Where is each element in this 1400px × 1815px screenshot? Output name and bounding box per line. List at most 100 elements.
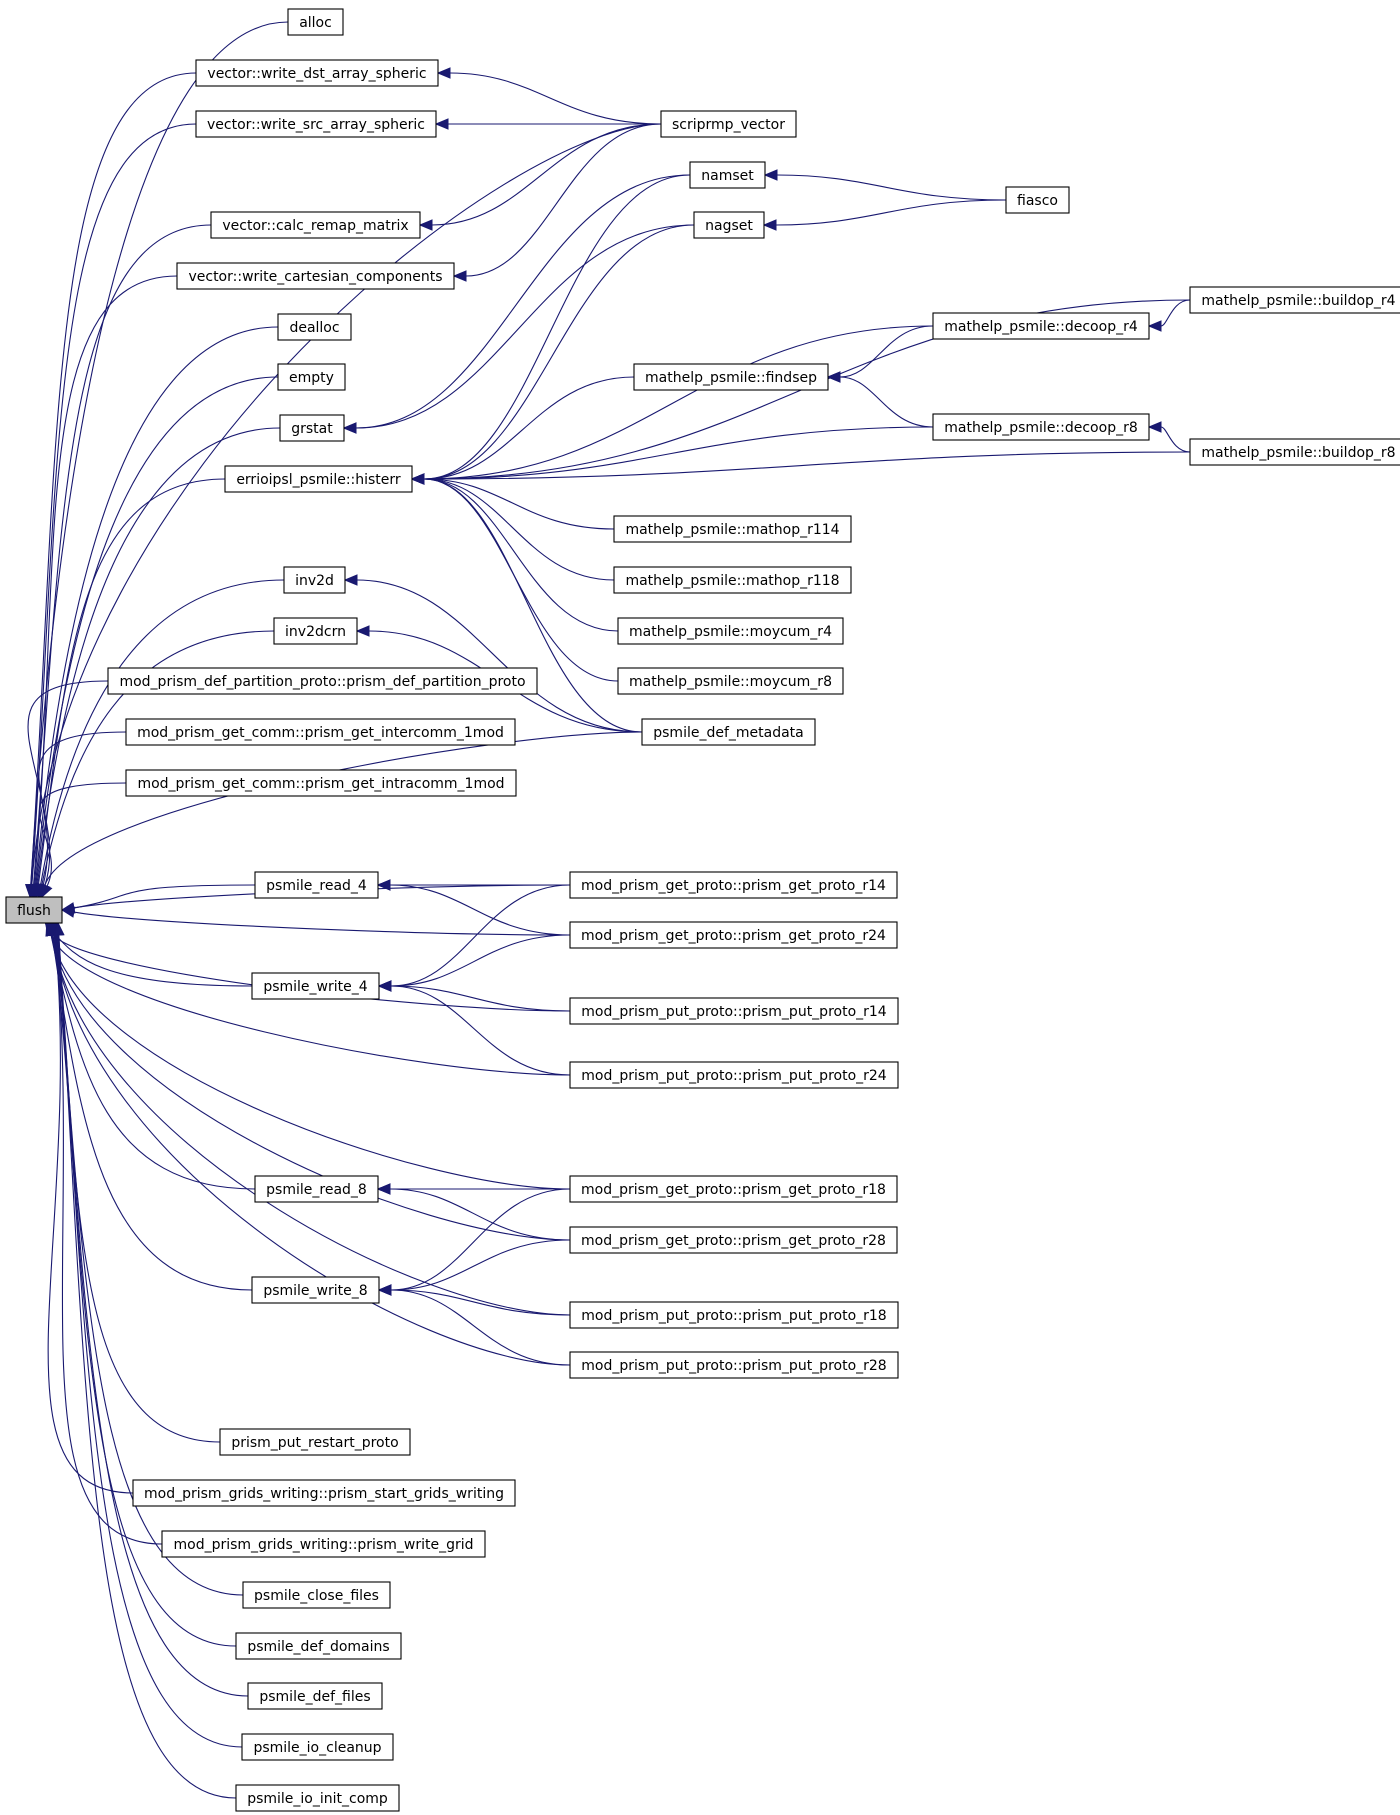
node-box [1189,286,1400,314]
node-empty[interactable]: empty [277,363,346,391]
node-box [125,718,516,746]
node-pdp[interactable]: mod_prism_def_partition_proto::prism_def… [107,667,538,695]
call-edge [355,174,691,429]
node-wcart[interactable]: vector::write_cartesian_components [176,262,455,290]
call-edge [423,478,615,581]
node-box [1189,438,1400,466]
node-label: mod_prism_put_proto::prism_put_proto_r28 [581,1358,886,1374]
call-edge [390,1188,571,1291]
node-label: psmile_read_8 [266,1182,367,1198]
node-psgw[interactable]: mod_prism_grids_writing::prism_start_gri… [132,1479,516,1507]
node-flush[interactable]: flush [5,896,63,924]
node-calc[interactable]: vector::calc_remap_matrix [210,211,421,239]
call-edge [41,630,275,886]
node-pdf[interactable]: psmile_def_files [247,1682,383,1710]
node-mr4[interactable]: mathelp_psmile::moycum_r4 [617,617,844,645]
node-dr8[interactable]: mathelp_psmile::decoop_r8 [932,413,1150,441]
call-edge [423,478,619,632]
node-label: vector::write_dst_array_spheric [207,66,426,82]
node-pioi[interactable]: psmile_io_init_comp [235,1784,400,1812]
node-p14[interactable]: mod_prism_put_proto::prism_put_proto_r14 [569,997,899,1025]
node-box [613,515,852,543]
node-label: empty [289,370,334,386]
node-box [277,313,352,341]
node-p24[interactable]: mod_prism_put_proto::prism_put_proto_r24 [569,1061,899,1089]
node-label: dealloc [289,320,339,336]
node-inv2d[interactable]: inv2d [283,566,346,594]
node-box [569,1351,899,1379]
node-alloc[interactable]: alloc [287,8,344,36]
call-edge [423,478,619,682]
node-pcf[interactable]: psmile_close_files [242,1581,391,1609]
node-dealloc[interactable]: dealloc [277,313,352,341]
node-histerr[interactable]: errioipsl_psmile::histerr [224,465,413,493]
node-pwg[interactable]: mod_prism_grids_writing::prism_write_gri… [161,1530,486,1558]
node-label: inv2d [295,573,334,589]
call-edge [423,376,635,480]
node-box [569,1061,899,1089]
call-edge [423,426,934,480]
node-label: mathelp_psmile::moycum_r8 [629,674,832,690]
node-label: psmile_close_files [254,1588,379,1604]
arrow-head [53,921,65,936]
node-br4[interactable]: mathelp_psmile::buildop_r4 [1189,286,1400,314]
node-dr4[interactable]: mathelp_psmile::decoop_r4 [932,312,1150,340]
call-edge [38,782,127,887]
call-edge [389,884,571,936]
node-g28[interactable]: mod_prism_get_proto::prism_get_proto_r28 [569,1226,898,1254]
node-p18[interactable]: mod_prism_put_proto::prism_put_proto_r18 [569,1301,899,1329]
node-p28[interactable]: mod_prism_put_proto::prism_put_proto_r28 [569,1351,899,1379]
node-box [251,1276,380,1304]
node-br8[interactable]: mathelp_psmile::buildop_r8 [1189,438,1400,466]
node-box [107,667,538,695]
node-read8[interactable]: psmile_read_8 [254,1175,379,1203]
call-edge [53,934,221,1443]
node-r114[interactable]: mathelp_psmile::mathop_r114 [613,515,852,543]
node-wsrc[interactable]: vector::write_src_array_spheric [195,110,437,138]
node-findsep[interactable]: mathelp_psmile::findsep [633,363,829,391]
call-edge [47,934,134,1494]
node-label: psmile_io_cleanup [253,1740,381,1756]
node-box [287,8,344,36]
node-box [5,896,63,924]
node-label: mod_prism_get_comm::prism_get_intracomm_… [137,776,504,792]
node-write8[interactable]: psmile_write_8 [251,1276,380,1304]
call-edge [30,72,197,886]
node-g24[interactable]: mod_prism_get_proto::prism_get_proto_r24 [569,921,898,949]
node-label: mathelp_psmile::decoop_r8 [944,420,1138,436]
arrow-head [377,1284,392,1296]
node-label: prism_put_restart_proto [231,1435,398,1451]
node-label: mod_prism_grids_writing::prism_write_gri… [173,1537,473,1553]
node-box [241,1733,394,1761]
node-label: vector::calc_remap_matrix [222,218,408,234]
arrow-head [762,219,777,231]
node-wdst[interactable]: vector::write_dst_array_spheric [195,59,439,87]
node-grstat[interactable]: grstat [279,414,345,442]
node-g18[interactable]: mod_prism_get_proto::prism_get_proto_r18 [569,1175,898,1203]
call-edge [33,275,178,886]
node-write4[interactable]: psmile_write_4 [251,972,380,1000]
node-pgi[interactable]: mod_prism_get_comm::prism_get_intercomm_… [125,718,516,746]
node-scrip[interactable]: scriprmp_vector [660,110,797,138]
node-inv2dcrn[interactable]: inv2dcrn [273,617,358,645]
node-namset[interactable]: namset [689,161,766,189]
node-box [277,363,346,391]
node-pdm[interactable]: psmile_def_metadata [641,718,816,746]
node-g14[interactable]: mod_prism_get_proto::prism_get_proto_r14 [569,871,898,899]
call-edge [390,884,571,987]
node-fiasco[interactable]: fiasco [1005,186,1070,214]
node-box [254,871,379,899]
node-label: inv2dcrn [285,624,346,640]
node-r118[interactable]: mathelp_psmile::mathop_r118 [613,566,852,594]
node-pioc[interactable]: psmile_io_cleanup [241,1733,394,1761]
node-read4[interactable]: psmile_read_4 [254,871,379,899]
node-prp[interactable]: prism_put_restart_proto [219,1428,411,1456]
node-mr8[interactable]: mathelp_psmile::moycum_r8 [617,667,844,695]
node-label: mod_prism_grids_writing::prism_start_gri… [144,1486,504,1502]
node-box [932,312,1150,340]
node-box [613,566,852,594]
node-nagset[interactable]: nagset [693,211,765,239]
node-label: psmile_def_files [259,1689,370,1705]
node-pga[interactable]: mod_prism_get_comm::prism_get_intracomm_… [125,769,517,797]
node-pdd[interactable]: psmile_def_domains [235,1632,402,1660]
